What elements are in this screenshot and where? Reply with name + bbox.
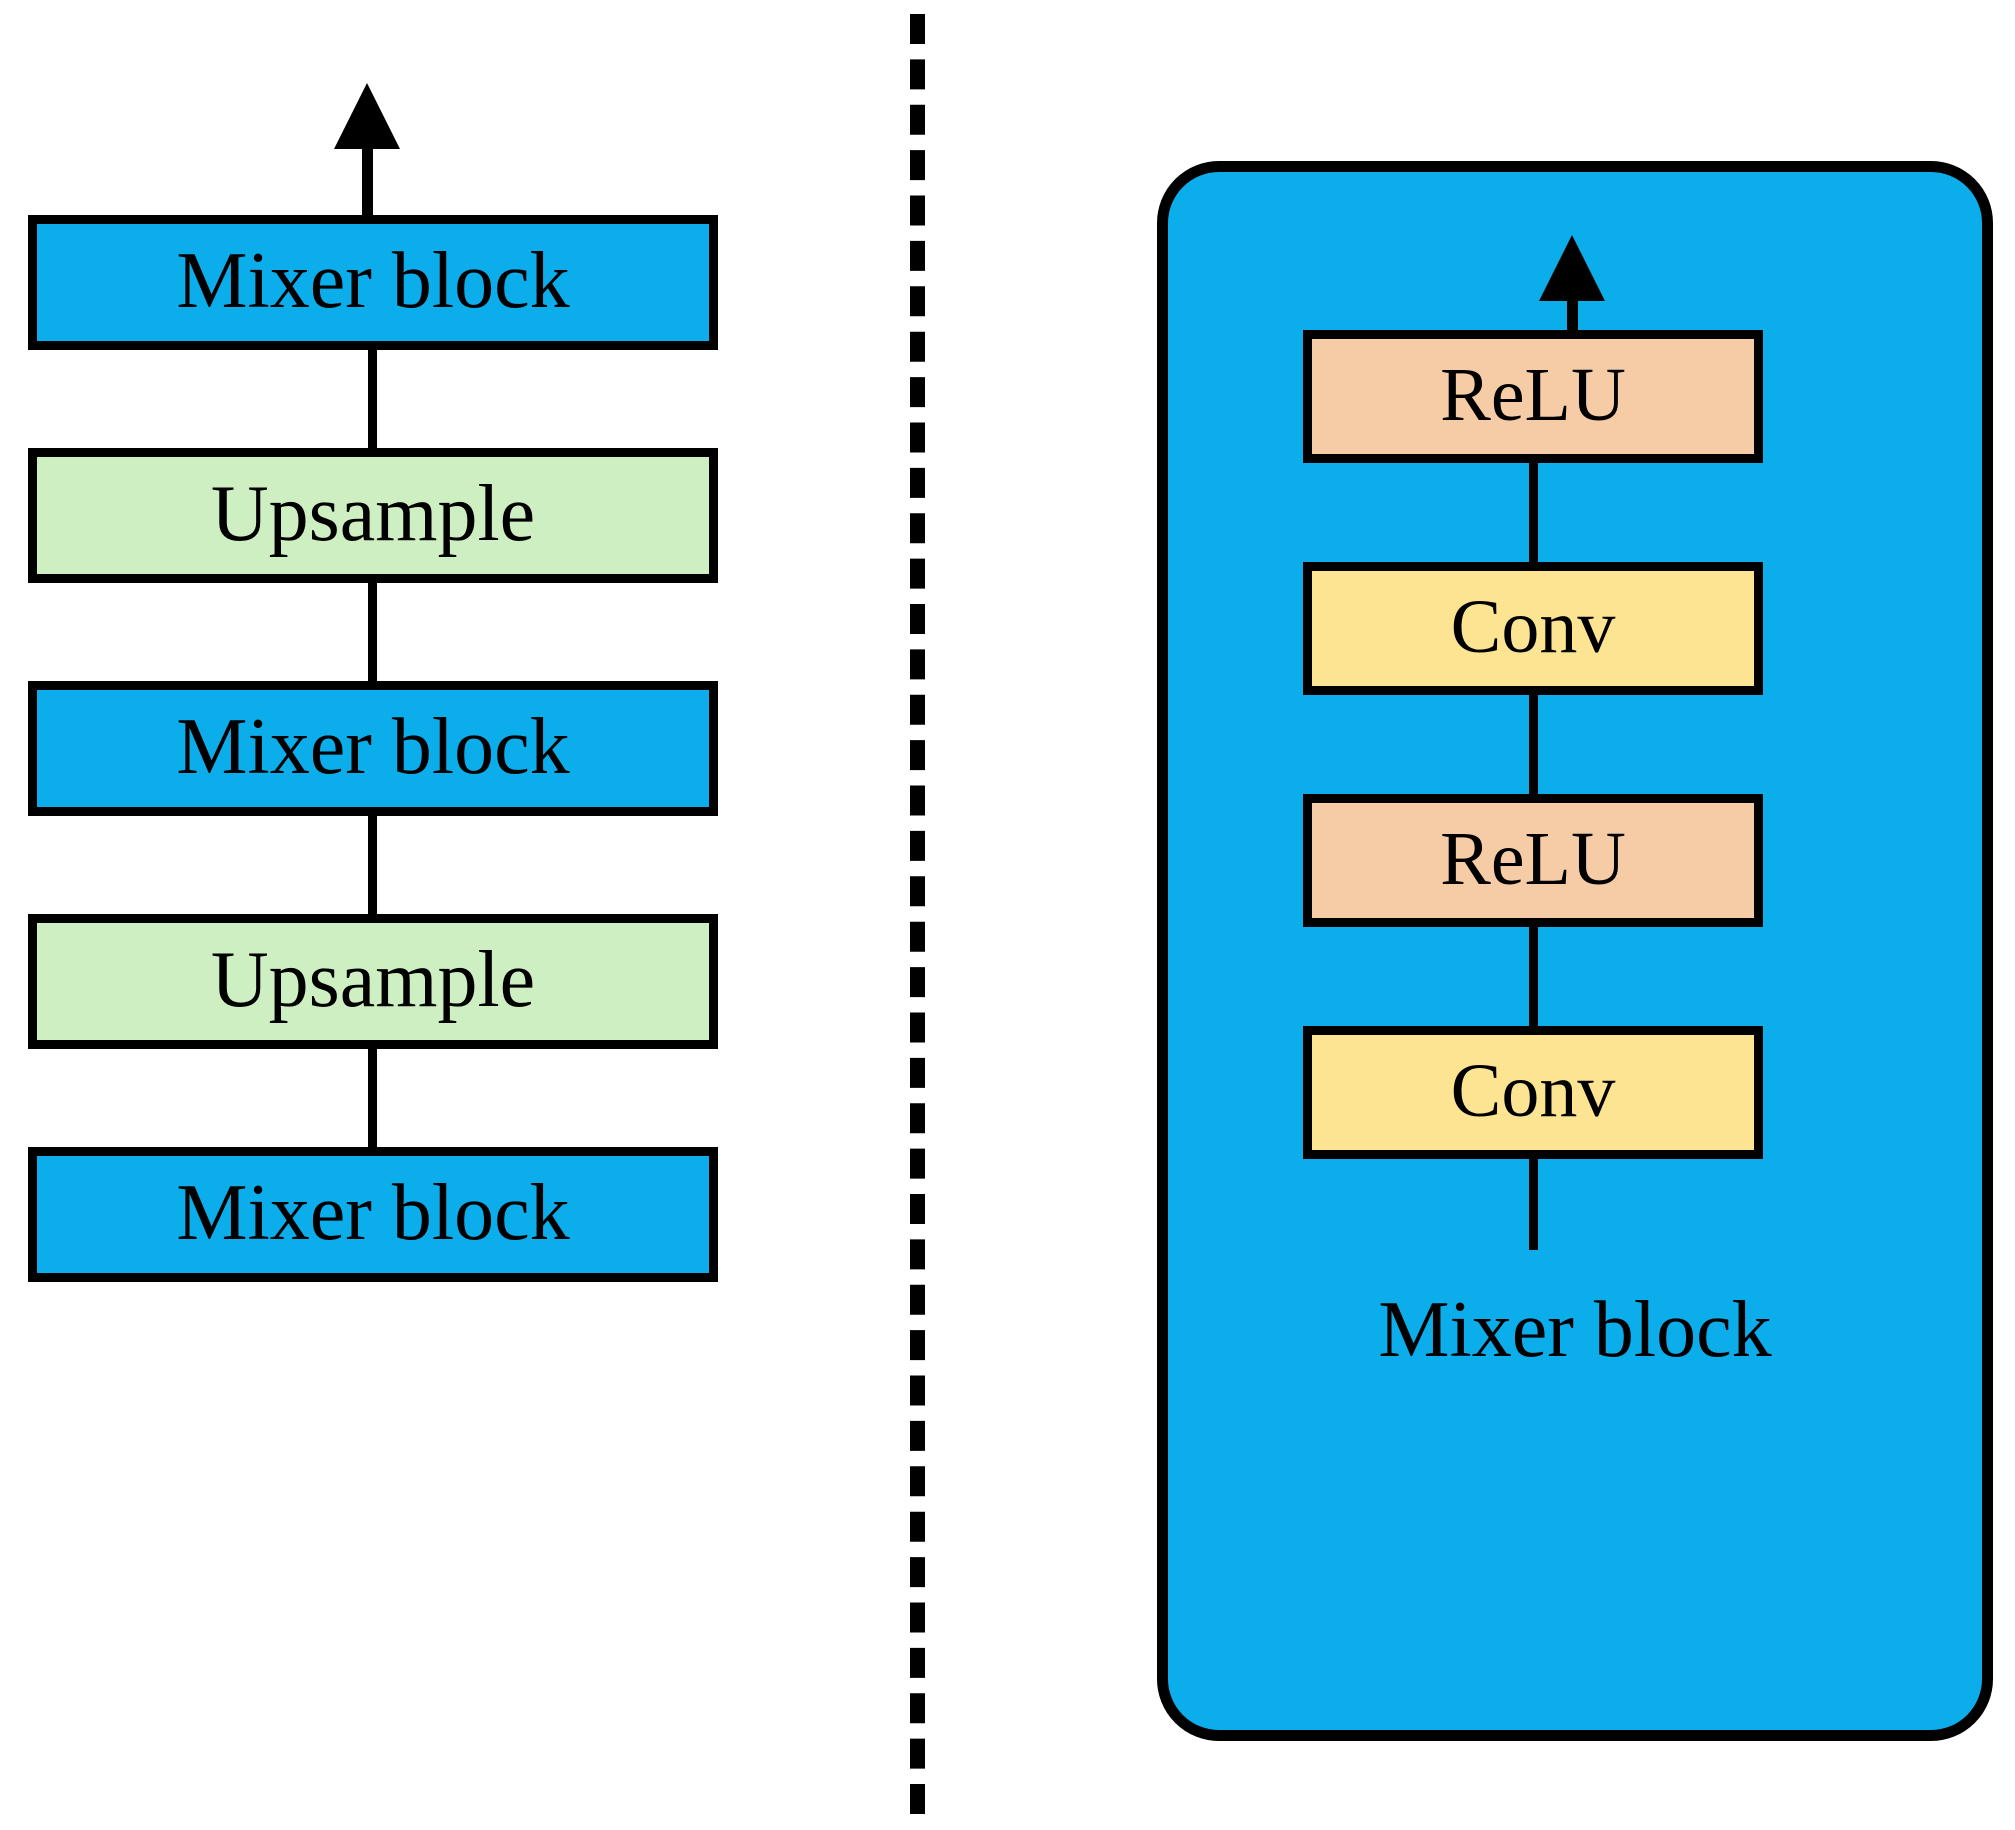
left-node-upsample-1[interactable]: Upsample [28, 448, 718, 583]
mixer-block-container-label: Mixer block [1378, 1286, 1772, 1374]
mixer-connector-2 [1529, 693, 1538, 796]
mixer-block-container[interactable]: ReLU Conv ReLU Conv Mixer block [1157, 161, 1993, 1741]
mixer-output-arrow-head [1539, 235, 1605, 301]
left-node-mixer-block-2[interactable]: Mixer block [28, 681, 718, 816]
left-node-label: Mixer block [176, 702, 570, 791]
left-connector-2 [368, 581, 377, 683]
left-node-mixer-block-3[interactable]: Mixer block [28, 1147, 718, 1282]
mixer-node-relu-2[interactable]: ReLU [1303, 330, 1763, 463]
mixer-node-label: Conv [1450, 1048, 1616, 1133]
left-connector-3 [368, 814, 377, 916]
mixer-node-label: ReLU [1440, 352, 1626, 437]
left-node-upsample-2[interactable]: Upsample [28, 914, 718, 1049]
mixer-node-label: Conv [1450, 584, 1616, 669]
mixer-node-conv-2[interactable]: Conv [1303, 562, 1763, 695]
mixer-connector-3 [1529, 461, 1538, 564]
output-arrow-stem [362, 147, 373, 223]
left-node-label: Mixer block [176, 236, 570, 325]
left-node-mixer-block-1[interactable]: Mixer block [28, 215, 718, 350]
mixer-node-conv-1[interactable]: Conv [1303, 1026, 1763, 1159]
left-connector-4 [368, 1047, 377, 1149]
mixer-connector-1 [1529, 925, 1538, 1028]
left-node-label: Upsample [210, 935, 536, 1024]
mixer-input-stub [1529, 1157, 1538, 1250]
output-arrow-head [334, 83, 400, 149]
left-connector-1 [368, 348, 377, 450]
mixer-node-label: ReLU [1440, 816, 1626, 901]
left-node-label: Upsample [210, 469, 536, 558]
panel-divider [910, 14, 925, 1814]
left-node-label: Mixer block [176, 1168, 570, 1257]
mixer-node-relu-1[interactable]: ReLU [1303, 794, 1763, 927]
